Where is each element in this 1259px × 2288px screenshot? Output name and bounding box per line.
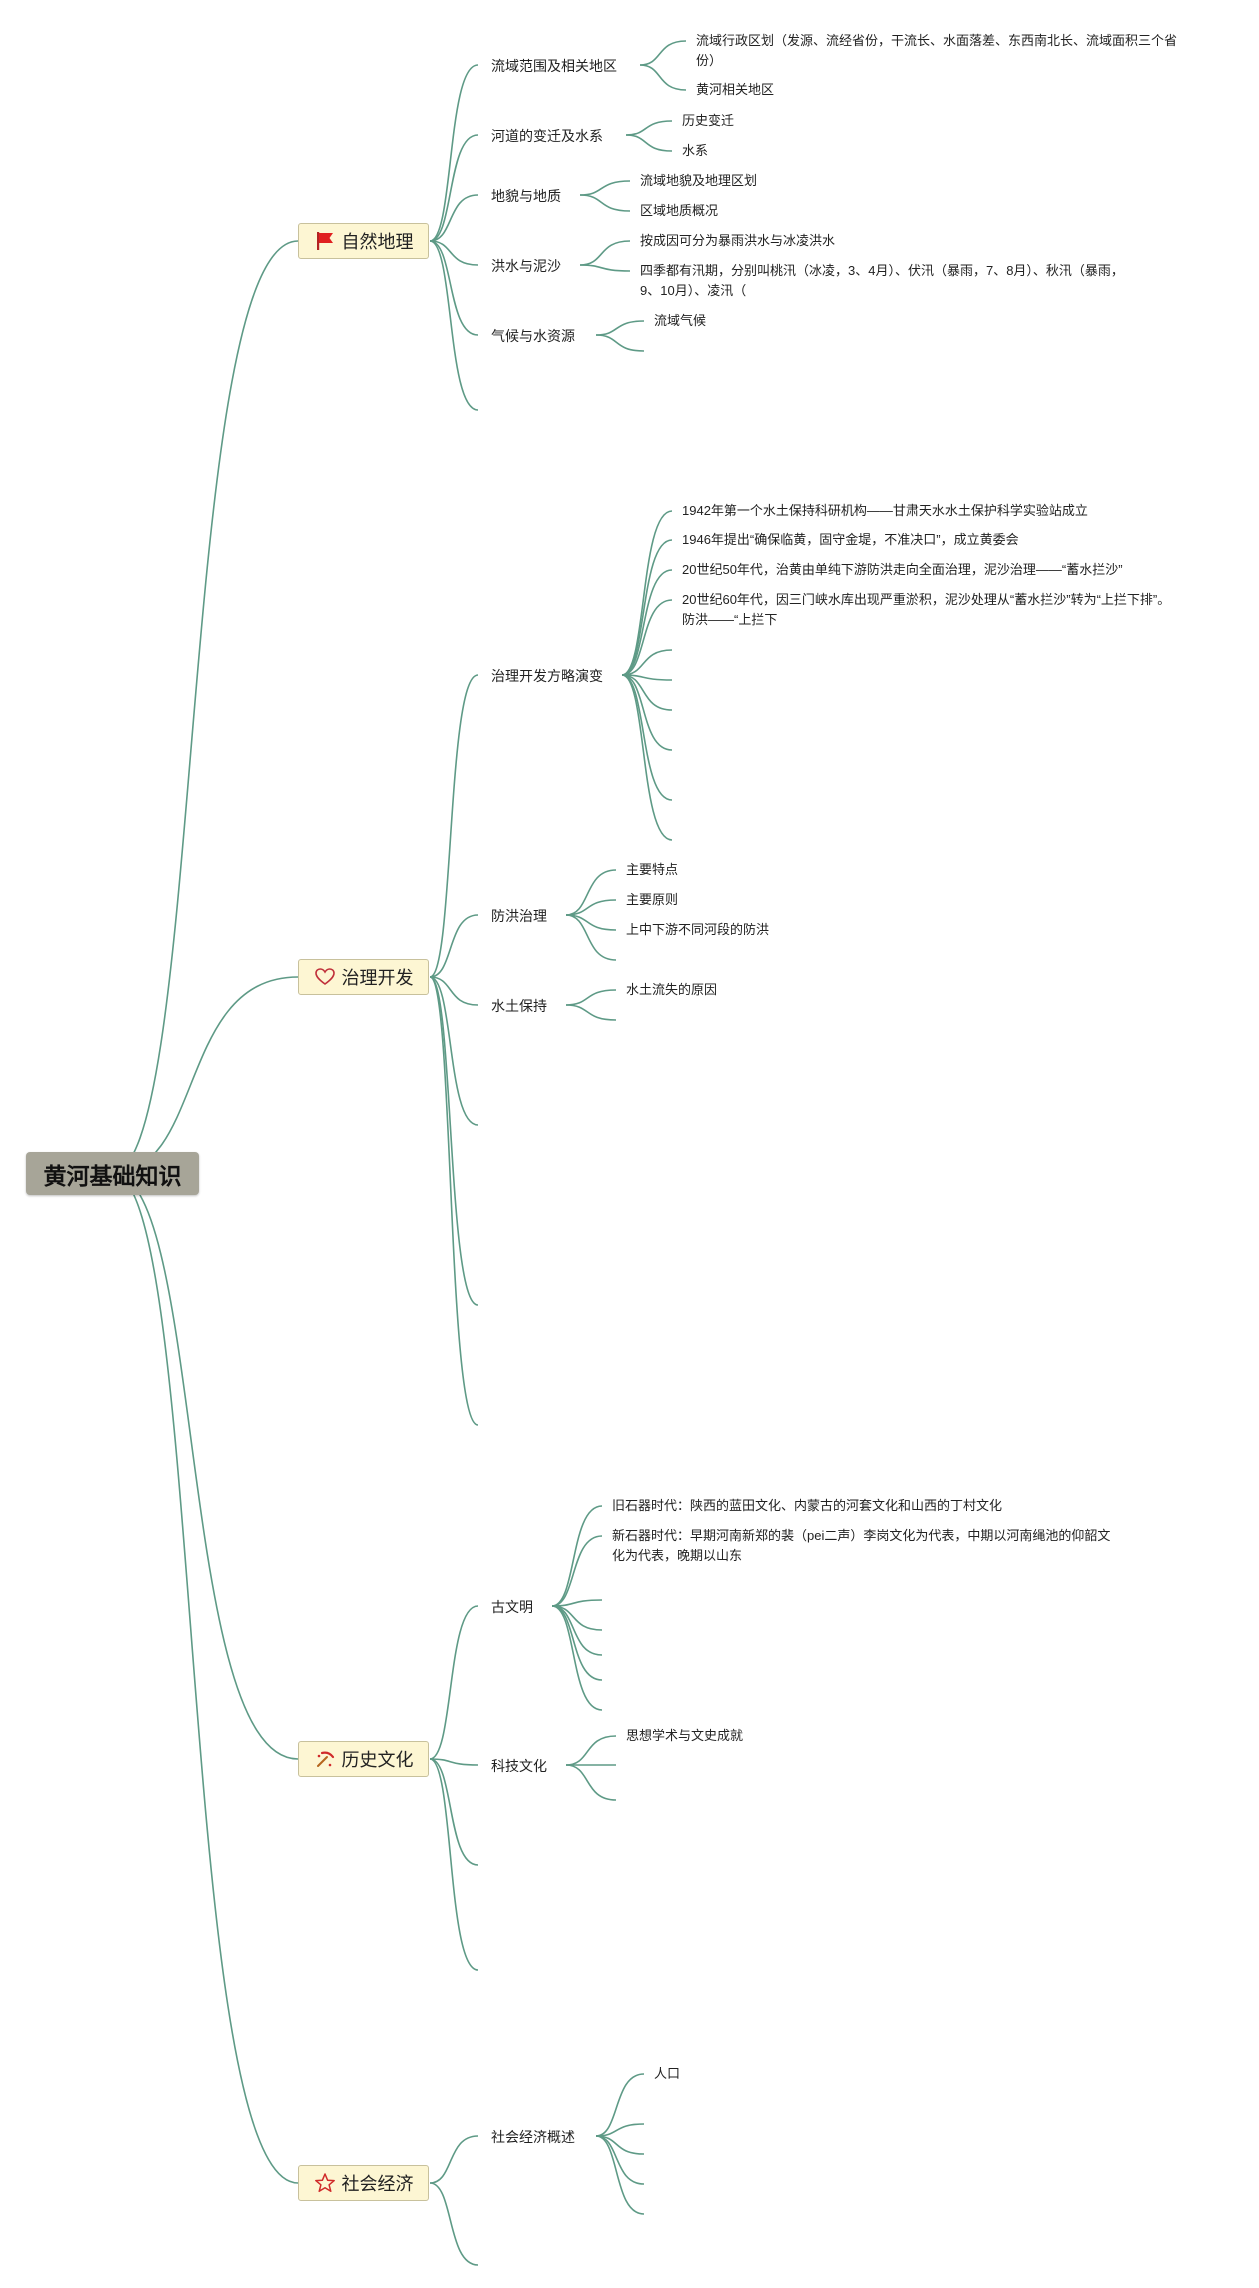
topic-tech-culture[interactable]: 科技文化 [491,1758,547,1774]
branch-connector [429,64,479,242]
topic-flood-sediment[interactable]: 洪水与泥沙 [491,258,561,274]
leaf-connector [621,674,673,711]
branch-connector [429,976,479,1006]
topic-socioeconomic-overview[interactable]: 社会经济概述 [491,2129,575,2145]
branch-history-culture[interactable]: 历史文化 [298,1741,429,1777]
branch-connector [429,134,479,242]
branch-connector [429,976,479,1126]
leaf-connector [639,40,687,66]
topic-river-course[interactable]: 河道的变迁及水系 [491,128,603,144]
leaf-connector [579,264,631,272]
topic-soil-conservation[interactable]: 水土保持 [491,998,547,1014]
branch-connector [429,2135,479,2184]
leaf-main-features[interactable]: 主要特点 [626,862,679,877]
leaf-connector [595,320,645,336]
topic-climate-water[interactable]: 气候与水资源 [491,328,575,344]
leaf-landform[interactable]: 流域地貌及地理区划 [640,173,758,188]
leaf-connector [579,180,631,196]
leaf-connector [565,914,617,961]
leaf-admin-division[interactable]: 流域行政区划（发源、流经省份，干流长、水面落差、东西南北长、流域面积三个省份） [696,33,1178,68]
branch-connector [429,1758,479,1971]
red-flag-icon [316,232,333,250]
leaf-neolithic[interactable]: 新石器时代：早期河南新郑的裴（pei二声）李岗文化为代表，中期以河南绳池的仰韶文… [612,1528,1111,1563]
branch-connector [429,976,479,1306]
branch-natural-geography[interactable]: 自然地理 [298,223,429,259]
leaf-connector [595,334,645,352]
leaf-connector [579,240,631,266]
root-connector [111,1172,299,2184]
leaf-related-areas[interactable]: 黄河相关地区 [696,82,775,97]
leaf-connector [551,1605,603,1656]
leaf-population[interactable]: 人口 [654,2066,681,2081]
topic-landform-geology[interactable]: 地貌与地质 [491,188,561,204]
leaf-connector [625,134,673,152]
leaf-flood-seasons[interactable]: 四季都有汛期，分别叫桃汛（冰凌，3、4月）、伏汛（暴雨，7、8月）、秋汛（暴雨，… [640,263,1124,298]
leaf-1960s[interactable]: 20世纪60年代，因三门峡水库出现严重淤积，泥沙处理从“蓄水拦沙”转为“上拦下排… [682,592,1171,627]
leaf-connector [639,64,687,91]
leaf-1946[interactable]: 1946年提出“确保临黄，固守金堤，不准决口”，成立黄委会 [682,532,1019,547]
branch-connector [429,240,479,336]
root-node[interactable]: 黄河基础知识 [26,1152,199,1195]
leaf-connector [595,2135,645,2215]
root-connector [111,976,299,1174]
branch-connector [429,194,479,242]
leaf-connector [551,1535,603,1607]
leaf-connector [565,869,617,916]
leaf-connector [565,1004,617,1021]
leaf-paleolithic[interactable]: 旧石器时代：陕西的蓝田文化、内蒙古的河套文化和山西的丁村文化 [612,1498,1003,1513]
topic-flood-control[interactable]: 防洪治理 [491,908,547,924]
leaf-1942[interactable]: 1942年第一个水土保持科研机构——甘肃天水水土保护科学实验站成立 [682,503,1088,518]
leaf-river-sections[interactable]: 上中下游不同河段的防洪 [626,922,770,937]
branch-social-economy[interactable]: 社会经济 [298,2165,429,2201]
branch-label: 历史文化 [341,1750,414,1771]
leaf-connector [621,674,673,751]
leaf-connector [551,1605,603,1711]
leaf-history-changes[interactable]: 历史变迁 [682,113,735,128]
root-connector [111,240,299,1174]
branch-connector [429,240,479,411]
branch-connector [429,1758,479,1866]
leaf-connector [595,2135,645,2185]
topic-basin-scope[interactable]: 流域范围及相关地区 [491,58,617,74]
topic-strategy-evolution[interactable]: 治理开发方略演变 [491,668,603,684]
branch-connector [429,674,479,978]
leaf-geology[interactable]: 区域地质概况 [640,203,719,218]
branch-connector [429,1758,479,1766]
branch-connector [429,240,479,266]
leaf-main-principles[interactable]: 主要原则 [626,892,679,907]
leaf-erosion-causes[interactable]: 水土流失的原因 [626,982,718,997]
branch-label: 治理开发 [341,968,414,989]
star-icon [314,2173,335,2193]
leaf-connector [625,120,673,136]
branch-label: 社会经济 [341,2174,414,2195]
branch-connector [429,976,479,1426]
leaf-connector [565,1764,617,1801]
branch-connector [429,1605,479,1760]
leaf-water-system[interactable]: 水系 [682,143,709,158]
leaf-1950s[interactable]: 20世纪50年代，治黄由单纯下游防洪走向全面治理，泥沙治理——“蓄水拦沙” [682,562,1123,577]
root-connector [111,1172,299,1760]
leaf-thought-scholarship[interactable]: 思想学术与文史成就 [626,1728,744,1743]
leaf-connector [621,599,673,676]
leaf-basin-climate[interactable]: 流域气候 [654,313,707,328]
pickaxe-icon [316,1751,334,1767]
leaf-connector [565,989,617,1006]
leaf-connector [621,649,673,676]
leaf-connector [621,539,673,676]
leaf-connector [621,569,673,676]
branch-label: 自然地理 [341,232,414,253]
branch-connector [429,914,479,978]
leaf-connector [595,2073,645,2137]
leaf-connector [621,674,673,841]
branch-connector [429,2182,479,2266]
leaf-flood-causes[interactable]: 按成因可分为暴雨洪水与冰凌洪水 [640,233,836,248]
heart-icon [314,968,335,985]
leaf-connector [565,1735,617,1766]
branch-governance[interactable]: 治理开发 [298,959,429,995]
topic-ancient-civilization[interactable]: 古文明 [491,1599,533,1615]
leaf-connector [551,1505,603,1607]
leaf-connector [579,194,631,212]
